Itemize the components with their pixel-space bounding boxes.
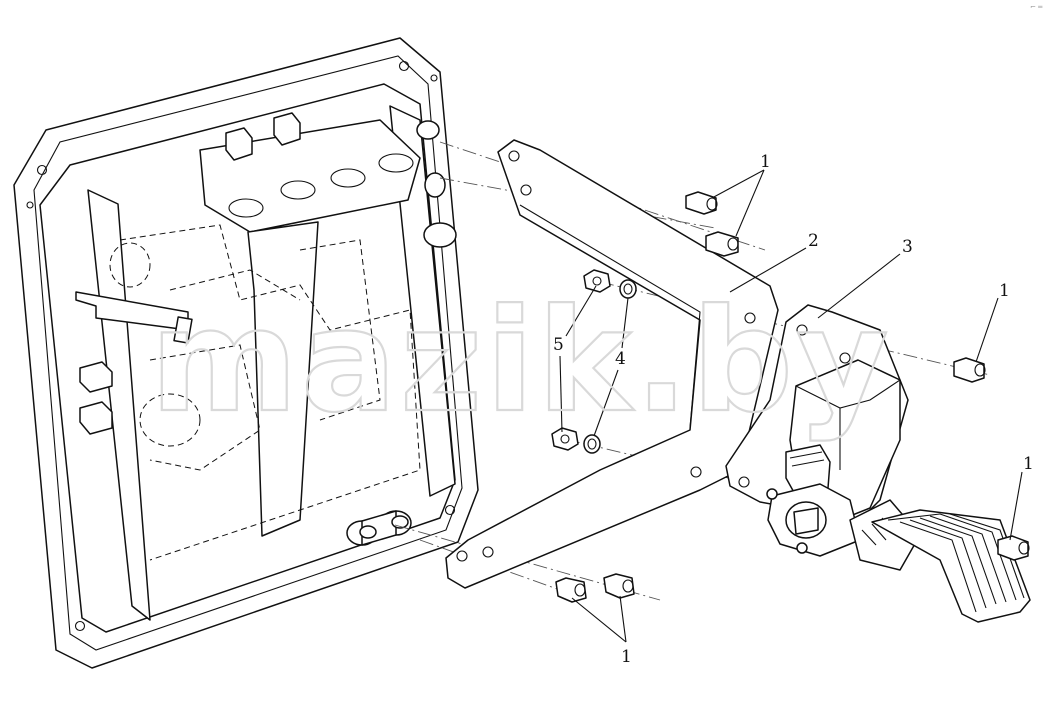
bolt-1-right <box>953 357 986 383</box>
callout-5: 5 <box>553 335 564 355</box>
pedal-pad <box>871 509 1031 623</box>
bracket-2 <box>445 139 779 589</box>
watermark-text: mazik.by <box>150 279 892 444</box>
callout-4: 4 <box>615 349 626 369</box>
bolt-1-bottom-b <box>603 573 635 599</box>
callout-leader-lines <box>559 169 1023 643</box>
bolt-1-top-a <box>685 191 718 215</box>
callout-1-far-right: 1 <box>1023 454 1034 474</box>
callout-3: 3 <box>902 237 913 257</box>
pedal-mounting-plate <box>13 37 479 669</box>
callout-2: 2 <box>808 231 819 251</box>
callout-1-right: 1 <box>999 281 1010 301</box>
corner-mark: ⌐ ═ <box>1030 3 1043 11</box>
bolt-1-top-b <box>705 231 739 257</box>
bolt-1-far-right <box>997 535 1030 561</box>
accelerator-pedal-sensor <box>766 359 921 571</box>
washer-4-top <box>619 279 637 299</box>
bolt-1-bottom-a <box>555 577 587 603</box>
washer-4-bottom <box>583 434 601 454</box>
nut-5-top <box>583 269 611 293</box>
callout-1-top: 1 <box>760 152 771 172</box>
callout-1-bottom: 1 <box>621 647 632 667</box>
